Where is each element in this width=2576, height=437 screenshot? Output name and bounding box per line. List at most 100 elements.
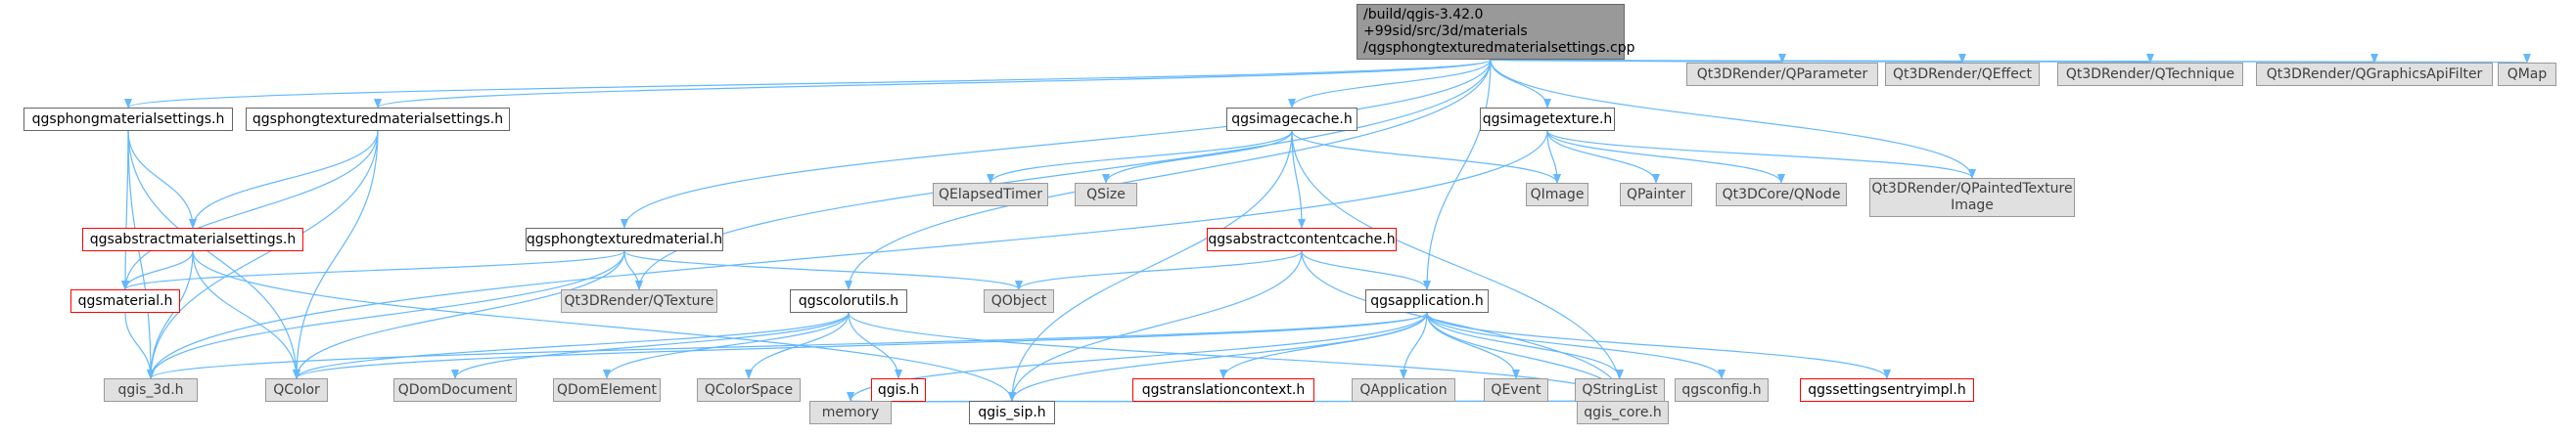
- node-memory[interactable]: memory: [809, 401, 892, 424]
- node-label-qgsimagetexture: qgsimagetexture.h: [1482, 110, 1613, 127]
- edge-qgsapplication-to-QStringList: [1426, 312, 1624, 379]
- node-QSize[interactable]: QSize: [1075, 183, 1137, 206]
- node-label-qgsabstractmaterialsettings: qgsabstractmaterialsettings.h: [89, 231, 297, 247]
- node-qgis[interactable]: qgis.h: [871, 378, 926, 402]
- node-qgsmaterial[interactable]: qgsmaterial.h: [70, 289, 180, 313]
- node-QColor[interactable]: QColor: [265, 378, 328, 402]
- node-QImage[interactable]: QImage: [1526, 183, 1588, 206]
- node-label-QEvent: QEvent: [1491, 381, 1541, 398]
- edge-qgsphongtexturedmaterialsettings-to-qgis_3d: [147, 130, 379, 379]
- edge-qgsabstractcontentcache-to-QObject: [1015, 250, 1303, 290]
- node-qgsphongtexturedmaterial[interactable]: qgsphongtexturedmaterial.h: [526, 228, 723, 251]
- node-QDomDocument[interactable]: QDomDocument: [393, 378, 517, 402]
- node-QPaintedTextureImage[interactable]: Qt3DRender/QPaintedTexture Image: [1869, 178, 2075, 217]
- edge-root-to-qgsphongmaterialsettings: [124, 59, 1492, 109]
- edge-qgsimagecache-to-qgis_core: [1291, 130, 1627, 402]
- edge-qgsimagecache-to-QSize: [1102, 130, 1293, 184]
- edge-root-to-qgsimagecache: [1288, 59, 1492, 109]
- node-qgscolorutils[interactable]: qgscolorutils.h: [790, 289, 907, 313]
- edge-qgsimagetexture-to-QImage: [1546, 130, 1561, 184]
- node-qgis_sip[interactable]: qgis_sip.h: [969, 401, 1055, 424]
- node-label-QGraphicsApiFilter: Qt3DRender/QGraphicsApiFilter: [2266, 66, 2483, 82]
- edge-root-to-QPaintedTextureImage: [1490, 59, 1976, 179]
- edge-root-to-QTexture: [635, 59, 1492, 290]
- edge-qgsphongtexturedmaterial-to-qgsmaterial: [121, 250, 625, 290]
- node-QDomElement[interactable]: QDomElement: [553, 378, 661, 402]
- node-label-qgsconfig: qgsconfig.h: [1681, 381, 1762, 398]
- node-label-QColor: QColor: [273, 381, 320, 398]
- node-label-qgis_3d: qgis_3d.h: [117, 381, 184, 398]
- node-qgsphongmaterialsettings[interactable]: qgsphongmaterialsettings.h: [23, 108, 233, 131]
- edge-qgscolorutils-to-QDomElement: [603, 312, 850, 379]
- edge-qgsphongtexturedmaterialsettings-to-QColor: [293, 130, 379, 379]
- node-QTechnique[interactable]: Qt3DRender/QTechnique: [2057, 63, 2243, 86]
- edge-qgscolorutils-to-QColor: [293, 312, 850, 379]
- node-qgssettingsentryimpl[interactable]: qgssettingsentryimpl.h: [1800, 378, 1974, 402]
- node-qgsphongtexturedmaterialsettings[interactable]: qgsphongtexturedmaterialsettings.h: [246, 108, 510, 131]
- node-label-QStringList: QStringList: [1582, 381, 1658, 398]
- node-qgsimagecache[interactable]: qgsimagecache.h: [1226, 108, 1357, 131]
- edge-root-to-qgscolorutils: [845, 59, 1492, 290]
- edge-qgsimagecache-to-qgis_sip: [1008, 130, 1293, 402]
- node-label-QColorSpace: QColorSpace: [704, 381, 794, 398]
- node-qgsconfig[interactable]: qgsconfig.h: [1675, 378, 1769, 402]
- node-QObject[interactable]: QObject: [984, 289, 1054, 313]
- node-qgsimagetexture[interactable]: qgsimagetexture.h: [1480, 108, 1615, 131]
- edge-qgsabstractcontentcache-to-qgis_sip: [1008, 250, 1303, 402]
- edge-qgsapplication-to-qgssettingsentryimpl: [1426, 312, 1891, 379]
- node-QEvent[interactable]: QEvent: [1484, 378, 1548, 402]
- node-qgis_3d[interactable]: qgis_3d.h: [104, 378, 198, 402]
- edge-root-to-qgsphongtexturedmaterialsettings: [374, 59, 1492, 109]
- node-QTexture[interactable]: Qt3DRender/QTexture: [561, 289, 717, 313]
- edge-qgsmaterial-to-qgis_3d: [124, 312, 155, 379]
- node-QPainter[interactable]: QPainter: [1620, 183, 1692, 206]
- node-QParameter[interactable]: Qt3DRender/QParameter: [1686, 63, 1878, 86]
- edge-qgsapplication-to-QColor: [293, 312, 1428, 379]
- edge-qgsabstractcontentcache-to-qgsapplication: [1301, 250, 1431, 290]
- node-label-qgsapplication: qgsapplication.h: [1370, 292, 1484, 309]
- node-QApplication[interactable]: QApplication: [1352, 378, 1455, 402]
- node-qgsabstractcontentcache[interactable]: qgsabstractcontentcache.h: [1207, 228, 1397, 251]
- node-label-QImage: QImage: [1530, 186, 1585, 202]
- node-QMap[interactable]: QMap: [2498, 63, 2556, 86]
- node-label-QElapsedTimer: QElapsedTimer: [938, 186, 1043, 202]
- node-QStringList[interactable]: QStringList: [1575, 378, 1665, 402]
- node-qgsabstractmaterialsettings[interactable]: qgsabstractmaterialsettings.h: [82, 228, 303, 251]
- edge-qgsabstractmaterialsettings-to-qgis_3d: [147, 250, 194, 379]
- node-qgstranslationcontext[interactable]: qgstranslationcontext.h: [1132, 378, 1314, 402]
- edge-qgsapplication-to-QApplication: [1400, 312, 1428, 379]
- edge-qgsabstractcontentcache-to-qgis_core: [1301, 250, 1627, 402]
- node-label-qgis_sip: qgis_sip.h: [978, 404, 1046, 420]
- node-QGraphicsApiFilter[interactable]: Qt3DRender/QGraphicsApiFilter: [2256, 63, 2493, 86]
- edge-qgsimagecache-to-QElapsedTimer: [987, 130, 1293, 184]
- node-QElapsedTimer[interactable]: QElapsedTimer: [933, 183, 1048, 206]
- node-qgis_core[interactable]: qgis_core.h: [1577, 401, 1669, 424]
- edge-qgsapplication-to-qgsconfig: [1426, 312, 1725, 379]
- edge-qgsapplication-to-qgstranslationcontext: [1219, 312, 1428, 379]
- node-label-QTechnique: Qt3DRender/QTechnique: [2065, 66, 2235, 82]
- node-label-QSize: QSize: [1086, 186, 1126, 202]
- node-qgsapplication[interactable]: qgsapplication.h: [1365, 289, 1489, 313]
- edge-qgsimagetexture-to-QNode: [1546, 130, 1785, 184]
- edge-qgsphongmaterialsettings-to-qgis_3d: [127, 130, 155, 379]
- edge-qgsphongtexturedmaterialsettings-to-qgsabstractmaterialsettings: [189, 130, 379, 229]
- edge-qgsimagecache-to-QImage: [1291, 130, 1561, 184]
- edge-qgsphongtexturedmaterial-to-QColor: [293, 250, 625, 379]
- edge-root-to-QMap: [1490, 53, 2528, 64]
- node-label-qgis: qgis.h: [877, 381, 920, 398]
- edge-qgscolorutils-to-QDomDocument: [451, 312, 850, 379]
- edge-qgsimagetexture-to-QPaintedTextureImage: [1546, 130, 1976, 179]
- node-label-QTexture: Qt3DRender/QTexture: [564, 292, 714, 309]
- node-QNode[interactable]: Qt3DCore/QNode: [1716, 183, 1847, 206]
- node-label-QDomDocument: QDomDocument: [397, 381, 513, 398]
- node-label-qgssettingsentryimpl: qgssettingsentryimpl.h: [1808, 381, 1966, 398]
- node-QColorSpace[interactable]: QColorSpace: [697, 378, 801, 402]
- node-label-qgsabstractcontentcache: qgsabstractcontentcache.h: [1208, 231, 1396, 247]
- edge-qgsabstractmaterialsettings-to-qgsmaterial: [121, 250, 194, 290]
- edge-qgsphongmaterialsettings-to-QColor: [127, 130, 300, 379]
- node-label-QMap: QMap: [2507, 66, 2548, 82]
- edge-qgsphongtexturedmaterial-to-qgis_3d: [147, 250, 625, 379]
- node-QEffect[interactable]: Qt3DRender/QEffect: [1885, 63, 2040, 86]
- edge-qgsapplication-to-qgis_3d: [147, 312, 1428, 379]
